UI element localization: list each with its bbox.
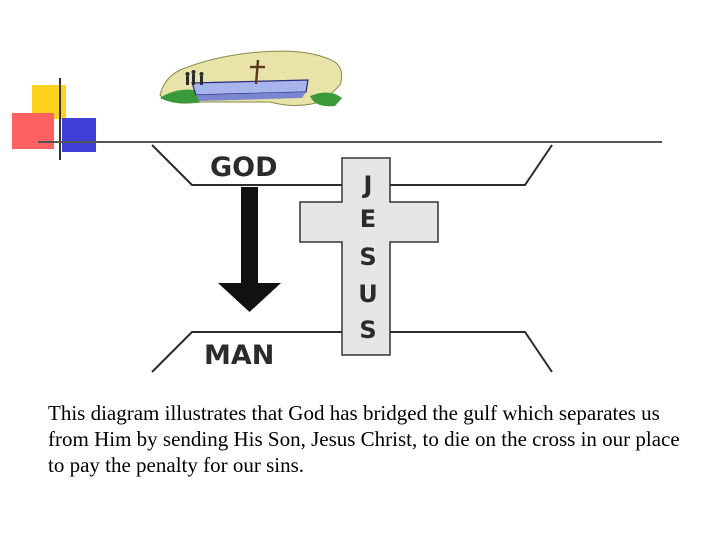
people-figures <box>185 70 204 85</box>
red-square <box>12 113 54 149</box>
god-label: GOD <box>210 152 278 183</box>
blue-square <box>62 118 96 152</box>
bridge-edge <box>196 92 306 101</box>
gulf-diagram: GOD MAN J E S U S <box>151 144 553 373</box>
slide-decoration <box>12 78 662 160</box>
arrow-shaft <box>241 187 258 287</box>
jesus-cross <box>299 157 439 356</box>
cross-letter: S <box>359 316 376 344</box>
man-label: MAN <box>204 340 274 371</box>
bridge-cross-clipart <box>159 50 343 107</box>
cross-letter: E <box>360 205 376 233</box>
cross-letter: S <box>359 243 376 271</box>
grass-right <box>310 92 342 107</box>
cross-letters: J E S U S <box>358 171 378 344</box>
caption-text: This diagram illustrates that God has br… <box>48 401 680 477</box>
cross-letter: U <box>358 280 378 308</box>
arrow-head <box>218 283 281 312</box>
cross-post <box>254 59 260 85</box>
grass-left <box>160 89 200 104</box>
cross-letter: J <box>362 171 373 199</box>
